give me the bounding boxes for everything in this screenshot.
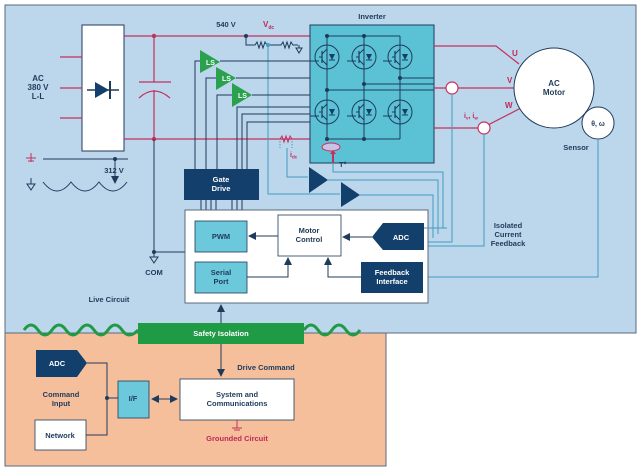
igbt-icon-6 xyxy=(383,99,413,125)
svg-text:ADC: ADC xyxy=(393,233,410,242)
igbt-switches xyxy=(310,44,413,125)
sensor-symbol: θ, ω xyxy=(591,121,605,128)
svg-text:Network: Network xyxy=(45,431,75,440)
live-circuit-label: Live Circuit xyxy=(89,295,130,304)
ground-icon-grounded xyxy=(232,420,242,431)
current-sensor-v[interactable] xyxy=(445,81,459,95)
dc-bus-voltage-label: 540 V xyxy=(216,20,236,29)
grounded-circuit-label: Grounded Circuit xyxy=(206,434,268,443)
drive-command-label: Drive Command xyxy=(237,363,295,372)
sensor-label: Sensor xyxy=(563,143,589,152)
svg-text:Safety Isolation: Safety Isolation xyxy=(193,329,249,338)
ripple-waveform xyxy=(42,181,128,192)
svg-text:ADC: ADC xyxy=(49,359,66,368)
diode-icon xyxy=(87,81,119,99)
svg-text:LS: LS xyxy=(206,60,215,67)
inverter-block[interactable] xyxy=(309,24,435,164)
igbt-icon-5 xyxy=(347,99,377,125)
temperature-label: T° xyxy=(339,160,347,169)
phase-w-label: W xyxy=(505,101,513,110)
igbt-icon-4 xyxy=(310,99,340,125)
motor-control-block[interactable] xyxy=(277,214,342,257)
inverter-label: Inverter xyxy=(358,12,386,21)
vdc-label: Vdc xyxy=(263,20,274,31)
phase-u-line xyxy=(434,45,520,65)
serial-port-block[interactable] xyxy=(194,261,248,294)
current-amplifier[interactable] xyxy=(309,167,328,193)
pwm-block[interactable] xyxy=(194,220,248,253)
capacitor-icon xyxy=(138,36,171,139)
gate-drive-block[interactable] xyxy=(184,169,259,200)
svg-text:PWM: PWM xyxy=(212,232,230,241)
level-shifter-1[interactable]: LS xyxy=(200,50,220,73)
phase-u-label: U xyxy=(512,49,518,58)
feedback-interface-block[interactable] xyxy=(361,262,423,293)
thermistor-icon xyxy=(321,142,341,152)
phase-v-label: V xyxy=(507,76,513,85)
current-sensor-w[interactable] xyxy=(477,121,491,135)
isolation-barrier-right xyxy=(302,323,362,337)
level-shifter-3[interactable]: LS xyxy=(232,83,252,107)
dc-shunt-resistor-icon xyxy=(279,134,293,148)
command-adc-block[interactable]: ADC xyxy=(36,350,87,377)
igbt-icon-1 xyxy=(310,44,340,70)
adc-block[interactable]: ADC xyxy=(372,223,424,250)
svg-text:LS: LS xyxy=(238,93,247,100)
igbt-icon-3 xyxy=(383,44,413,70)
interface-block[interactable] xyxy=(117,380,150,419)
igbt-icon-2 xyxy=(347,44,377,70)
svg-text:I/F: I/F xyxy=(129,394,138,403)
dc-current-label: idc xyxy=(290,152,298,160)
com-label: COM xyxy=(145,268,163,277)
ground-icon xyxy=(26,178,36,191)
level-shifter-2[interactable]: LS xyxy=(216,67,236,90)
voltage-amplifier[interactable] xyxy=(341,182,360,207)
system-communications-block[interactable] xyxy=(179,378,295,421)
ripple-voltage-label: 312 V xyxy=(104,166,124,175)
safety-isolation-bar[interactable] xyxy=(138,323,304,344)
svg-text:LS: LS xyxy=(222,76,231,83)
earth-ground-icon xyxy=(26,153,36,162)
phase-current-label: iv, iw xyxy=(464,113,478,121)
ac-motor[interactable] xyxy=(513,47,595,129)
isolation-barrier-left xyxy=(22,323,140,337)
